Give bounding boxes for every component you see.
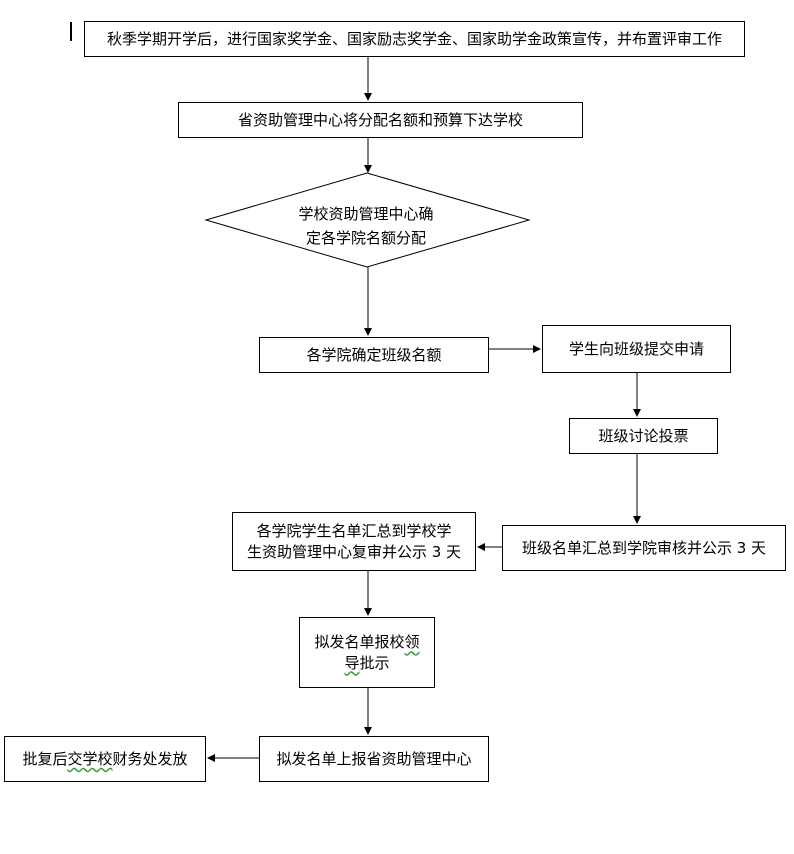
step7-text: 班级名单汇总到学院审核并公示 3 天	[521, 538, 767, 557]
step7-box: 班级名单汇总到学院审核并公示 3 天	[502, 525, 786, 571]
step5-box: 学生向班级提交申请	[542, 325, 731, 373]
step9-line1: 拟发名单报校领	[314, 632, 419, 652]
step9-text-2b: 批示	[359, 653, 390, 672]
step3-text: 学校资助管理中心确 定各学院名额分配	[268, 202, 464, 250]
step6-text: 班级讨论投票	[598, 426, 689, 445]
step9-text-1b: 领	[404, 633, 420, 652]
step9-box: 拟发名单报校领 导批示	[299, 617, 435, 688]
step10-box: 拟发名单上报省资助管理中心	[259, 736, 489, 782]
step2-text: 省资助管理中心将分配名额和预算下达学校	[237, 110, 523, 129]
step9-line2: 导批示	[344, 653, 389, 673]
step1-box: 秋季学期开学后，进行国家奖学金、国家励志奖学金、国家助学金政策宣传，并布置评审工…	[84, 21, 745, 57]
step11-line: 批复后交学校财务处发放	[22, 749, 187, 769]
step3-line2: 定各学院名额分配	[305, 229, 426, 247]
step8-line2: 生资助管理中心复审并公示 3 天	[246, 542, 462, 561]
step11-text-c: 财务处发放	[112, 749, 188, 768]
step9-text-2a: 导	[344, 653, 360, 672]
step3-line1: 学校资助管理中心确	[298, 205, 434, 223]
step9-text-1a: 拟发名单报校	[314, 633, 405, 652]
step5-text: 学生向班级提交申请	[568, 339, 704, 358]
step10-text: 拟发名单上报省资助管理中心	[276, 749, 472, 768]
text-cursor	[70, 22, 72, 41]
decision-diamond	[204, 172, 531, 268]
step6-box: 班级讨论投票	[569, 418, 718, 454]
step11-text-b: 交学校	[67, 749, 113, 768]
step8-line1: 各学院学生名单汇总到学校学	[256, 522, 452, 541]
step8-box: 各学院学生名单汇总到学校学 生资助管理中心复审并公示 3 天	[232, 512, 476, 571]
step4-text: 各学院确定班级名额	[306, 345, 442, 364]
step11-box: 批复后交学校财务处发放	[4, 736, 206, 782]
step1-text: 秋季学期开学后，进行国家奖学金、国家励志奖学金、国家助学金政策宣传，并布置评审工…	[106, 29, 722, 48]
step11-text-a: 批复后	[22, 749, 68, 768]
step2-box: 省资助管理中心将分配名额和预算下达学校	[178, 102, 583, 138]
step4-box: 各学院确定班级名额	[259, 337, 489, 373]
